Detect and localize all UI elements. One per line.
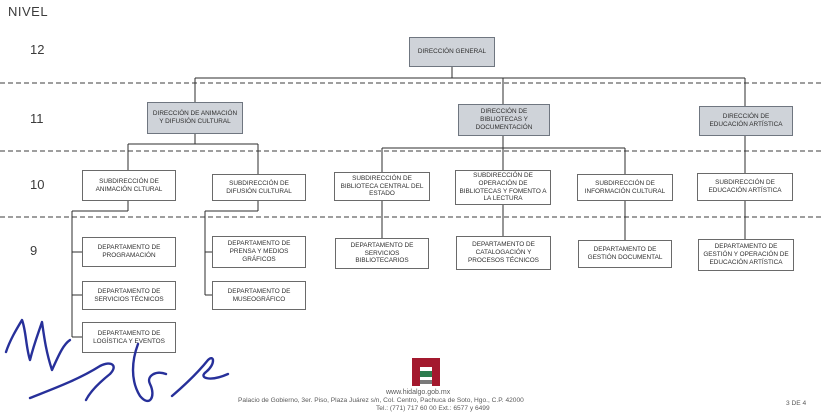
nivel-label: NIVEL bbox=[8, 4, 49, 19]
departamento-catalogacion-box: DEPARTAMENTO DE CATALOGACIÓN Y PROCESOS … bbox=[456, 236, 551, 270]
departamento-servicios-tecnicos-box: DEPARTAMENTO DE SERVICIOS TÉCNICOS bbox=[82, 281, 176, 310]
level-10-label: 10 bbox=[30, 177, 45, 192]
subdireccion-biblioteca-central-box: SUBDIRECCIÓN DE BIBLIOTECA CENTRAL DEL E… bbox=[334, 172, 430, 201]
departamento-servicios-bibliotecarios-box: DEPARTAMENTO DE SERVICIOS BIBLIOTECARIOS bbox=[335, 238, 429, 269]
departamento-prensa-box: DEPARTAMENTO DE PRENSA Y MEDIOS GRÁFICOS bbox=[212, 236, 306, 268]
subdireccion-educacion-box: SUBDIRECCIÓN DE EDUCACIÓN ARTÍSTICA bbox=[697, 173, 793, 201]
level-9-label: 9 bbox=[30, 243, 38, 258]
hidalgo-government-logo-icon bbox=[412, 358, 440, 386]
handwritten-signatures bbox=[4, 318, 230, 403]
footer-website: www.hidalgo.gob.mx bbox=[386, 389, 451, 396]
level-11-label: 11 bbox=[30, 111, 44, 126]
departamento-gestion-educacion-box: DEPARTAMENTO DE GESTIÓN Y OPERACIÓN DE E… bbox=[698, 239, 794, 271]
direccion-animacion-box: DIRECCIÓN DE ANIMACIÓN Y DIFUSIÓN CULTUR… bbox=[147, 102, 243, 134]
departamento-logistica-box: DEPARTAMENTO DE LOGÍSTICA Y EVENTOS bbox=[82, 322, 176, 353]
level-12-label: 12 bbox=[30, 42, 45, 57]
subdireccion-animacion-box: SUBDIRECCIÓN DE ANIMACIÓN CLTURAL bbox=[82, 170, 176, 201]
page-number: 3 DE 4 bbox=[786, 400, 807, 407]
direccion-educacion-box: DIRECCIÓN DE EDUCACIÓN ARTÍSTICA bbox=[699, 106, 793, 136]
departamento-museografico-box: DEPARTAMENTO DE MUSEOGRÁFICO bbox=[212, 281, 306, 310]
subdireccion-operacion-bibliotecas-box: SUBDIRECCIÓN DE OPERACIÓN DE BIBLIOTECAS… bbox=[455, 170, 551, 205]
departamento-gestion-documental-box: DEPARTAMENTO DE GESTIÓN DOCUMENTAL bbox=[578, 240, 672, 268]
footer-address: Palacio de Gobierno, 3er. Piso, Plaza Ju… bbox=[238, 397, 524, 404]
subdireccion-informacion-box: SUBDIRECCIÓN DE INFORMACIÓN CULTURAL bbox=[577, 174, 673, 201]
departamento-programacion-box: DEPARTAMENTO DE PROGRAMACIÓN bbox=[82, 237, 176, 267]
footer-phone: Tel.: (771) 717 60 00 Ext.: 6577 y 6499 bbox=[376, 405, 490, 412]
direccion-general-box: DIRECCIÓN GENERAL bbox=[409, 37, 495, 67]
direccion-bibliotecas-box: DIRECCIÓN DE BIBLIOTECAS Y DOCUMENTACIÓN bbox=[458, 104, 550, 136]
subdireccion-difusion-box: SUBDIRECCIÓN DE DIFUSIÓN CULTURAL bbox=[212, 174, 306, 201]
